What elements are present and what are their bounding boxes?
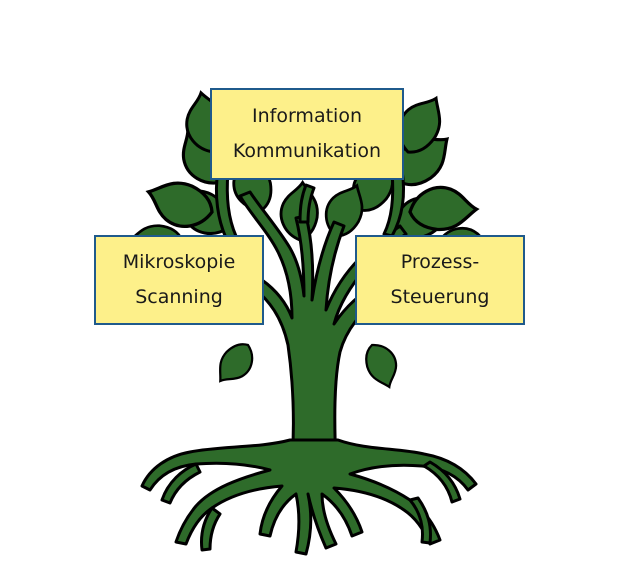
roots bbox=[140, 438, 478, 556]
box-right-line1: Prozess- bbox=[400, 251, 480, 273]
box-mikroskopie-scanning: Mikroskopie Scanning bbox=[94, 235, 264, 325]
box-prozess-steuerung: Prozess- Steuerung bbox=[355, 235, 525, 325]
box-top-line2: Kommunikation bbox=[232, 140, 382, 162]
box-top-line1: Information bbox=[252, 105, 362, 127]
box-right-line2: Steuerung bbox=[390, 286, 490, 308]
box-left-line2: Scanning bbox=[135, 286, 223, 308]
box-left-line1: Mikroskopie bbox=[122, 251, 236, 273]
box-information-kommunikation: Information Kommunikation bbox=[210, 88, 404, 180]
